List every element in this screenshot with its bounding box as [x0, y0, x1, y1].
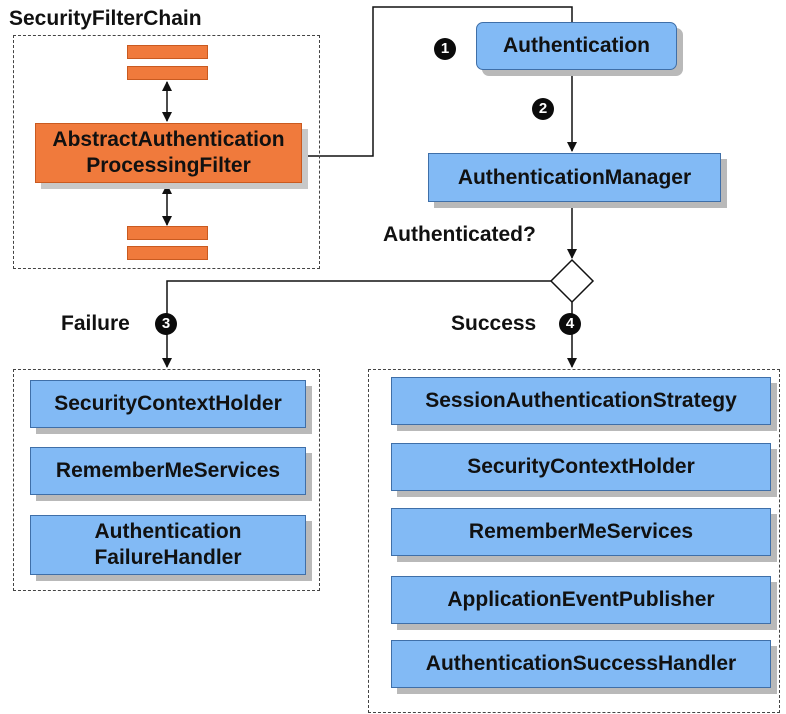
- filter-bar: [127, 45, 208, 59]
- filter-name-line1: AbstractAuthentication: [52, 128, 285, 151]
- application-event-publisher[interactable]: ApplicationEventPublisher: [391, 576, 771, 624]
- failure-remember-me-services[interactable]: RememberMeServices: [30, 447, 306, 495]
- session-authentication-strategy[interactable]: SessionAuthenticationStrategy: [391, 377, 771, 425]
- decision-diamond: [549, 258, 595, 304]
- authentication-manager-node[interactable]: AuthenticationManager: [428, 153, 721, 202]
- step-badge-3: 3: [155, 313, 177, 335]
- decision-label: Authenticated?: [383, 223, 536, 246]
- step-badge-1: 1: [434, 38, 456, 60]
- filter-chain-title: SecurityFilterChain: [9, 7, 202, 30]
- filter-to-authentication-line: [302, 6, 573, 157]
- filter-chain-box: [13, 35, 320, 269]
- filter-bar: [127, 66, 208, 80]
- filter-bar: [127, 246, 208, 260]
- success-label: Success: [451, 312, 537, 335]
- authentication-success-handler[interactable]: AuthenticationSuccessHandler: [391, 640, 771, 688]
- authentication-node[interactable]: Authentication: [476, 22, 677, 70]
- authentication-failure-handler[interactable]: Authentication FailureHandler: [30, 515, 306, 575]
- failure-security-context-holder[interactable]: SecurityContextHolder: [30, 380, 306, 428]
- success-handlers-box: [368, 369, 780, 713]
- success-remember-me-services[interactable]: RememberMeServices: [391, 508, 771, 556]
- failure-label: Failure: [61, 312, 130, 335]
- step-badge-4: 4: [559, 313, 581, 335]
- abstract-authentication-processing-filter[interactable]: AbstractAuthentication ProcessingFilter: [35, 123, 302, 183]
- failure-handler-line2: FailureHandler: [94, 546, 242, 569]
- filter-name-line2: ProcessingFilter: [86, 154, 251, 177]
- failure-branch-arrow: [162, 280, 551, 368]
- step-badge-2: 2: [532, 98, 554, 120]
- filter-bar: [127, 226, 208, 240]
- failure-handler-line1: Authentication: [94, 520, 242, 543]
- success-security-context-holder[interactable]: SecurityContextHolder: [391, 443, 771, 491]
- failure-handlers-box: [13, 369, 320, 591]
